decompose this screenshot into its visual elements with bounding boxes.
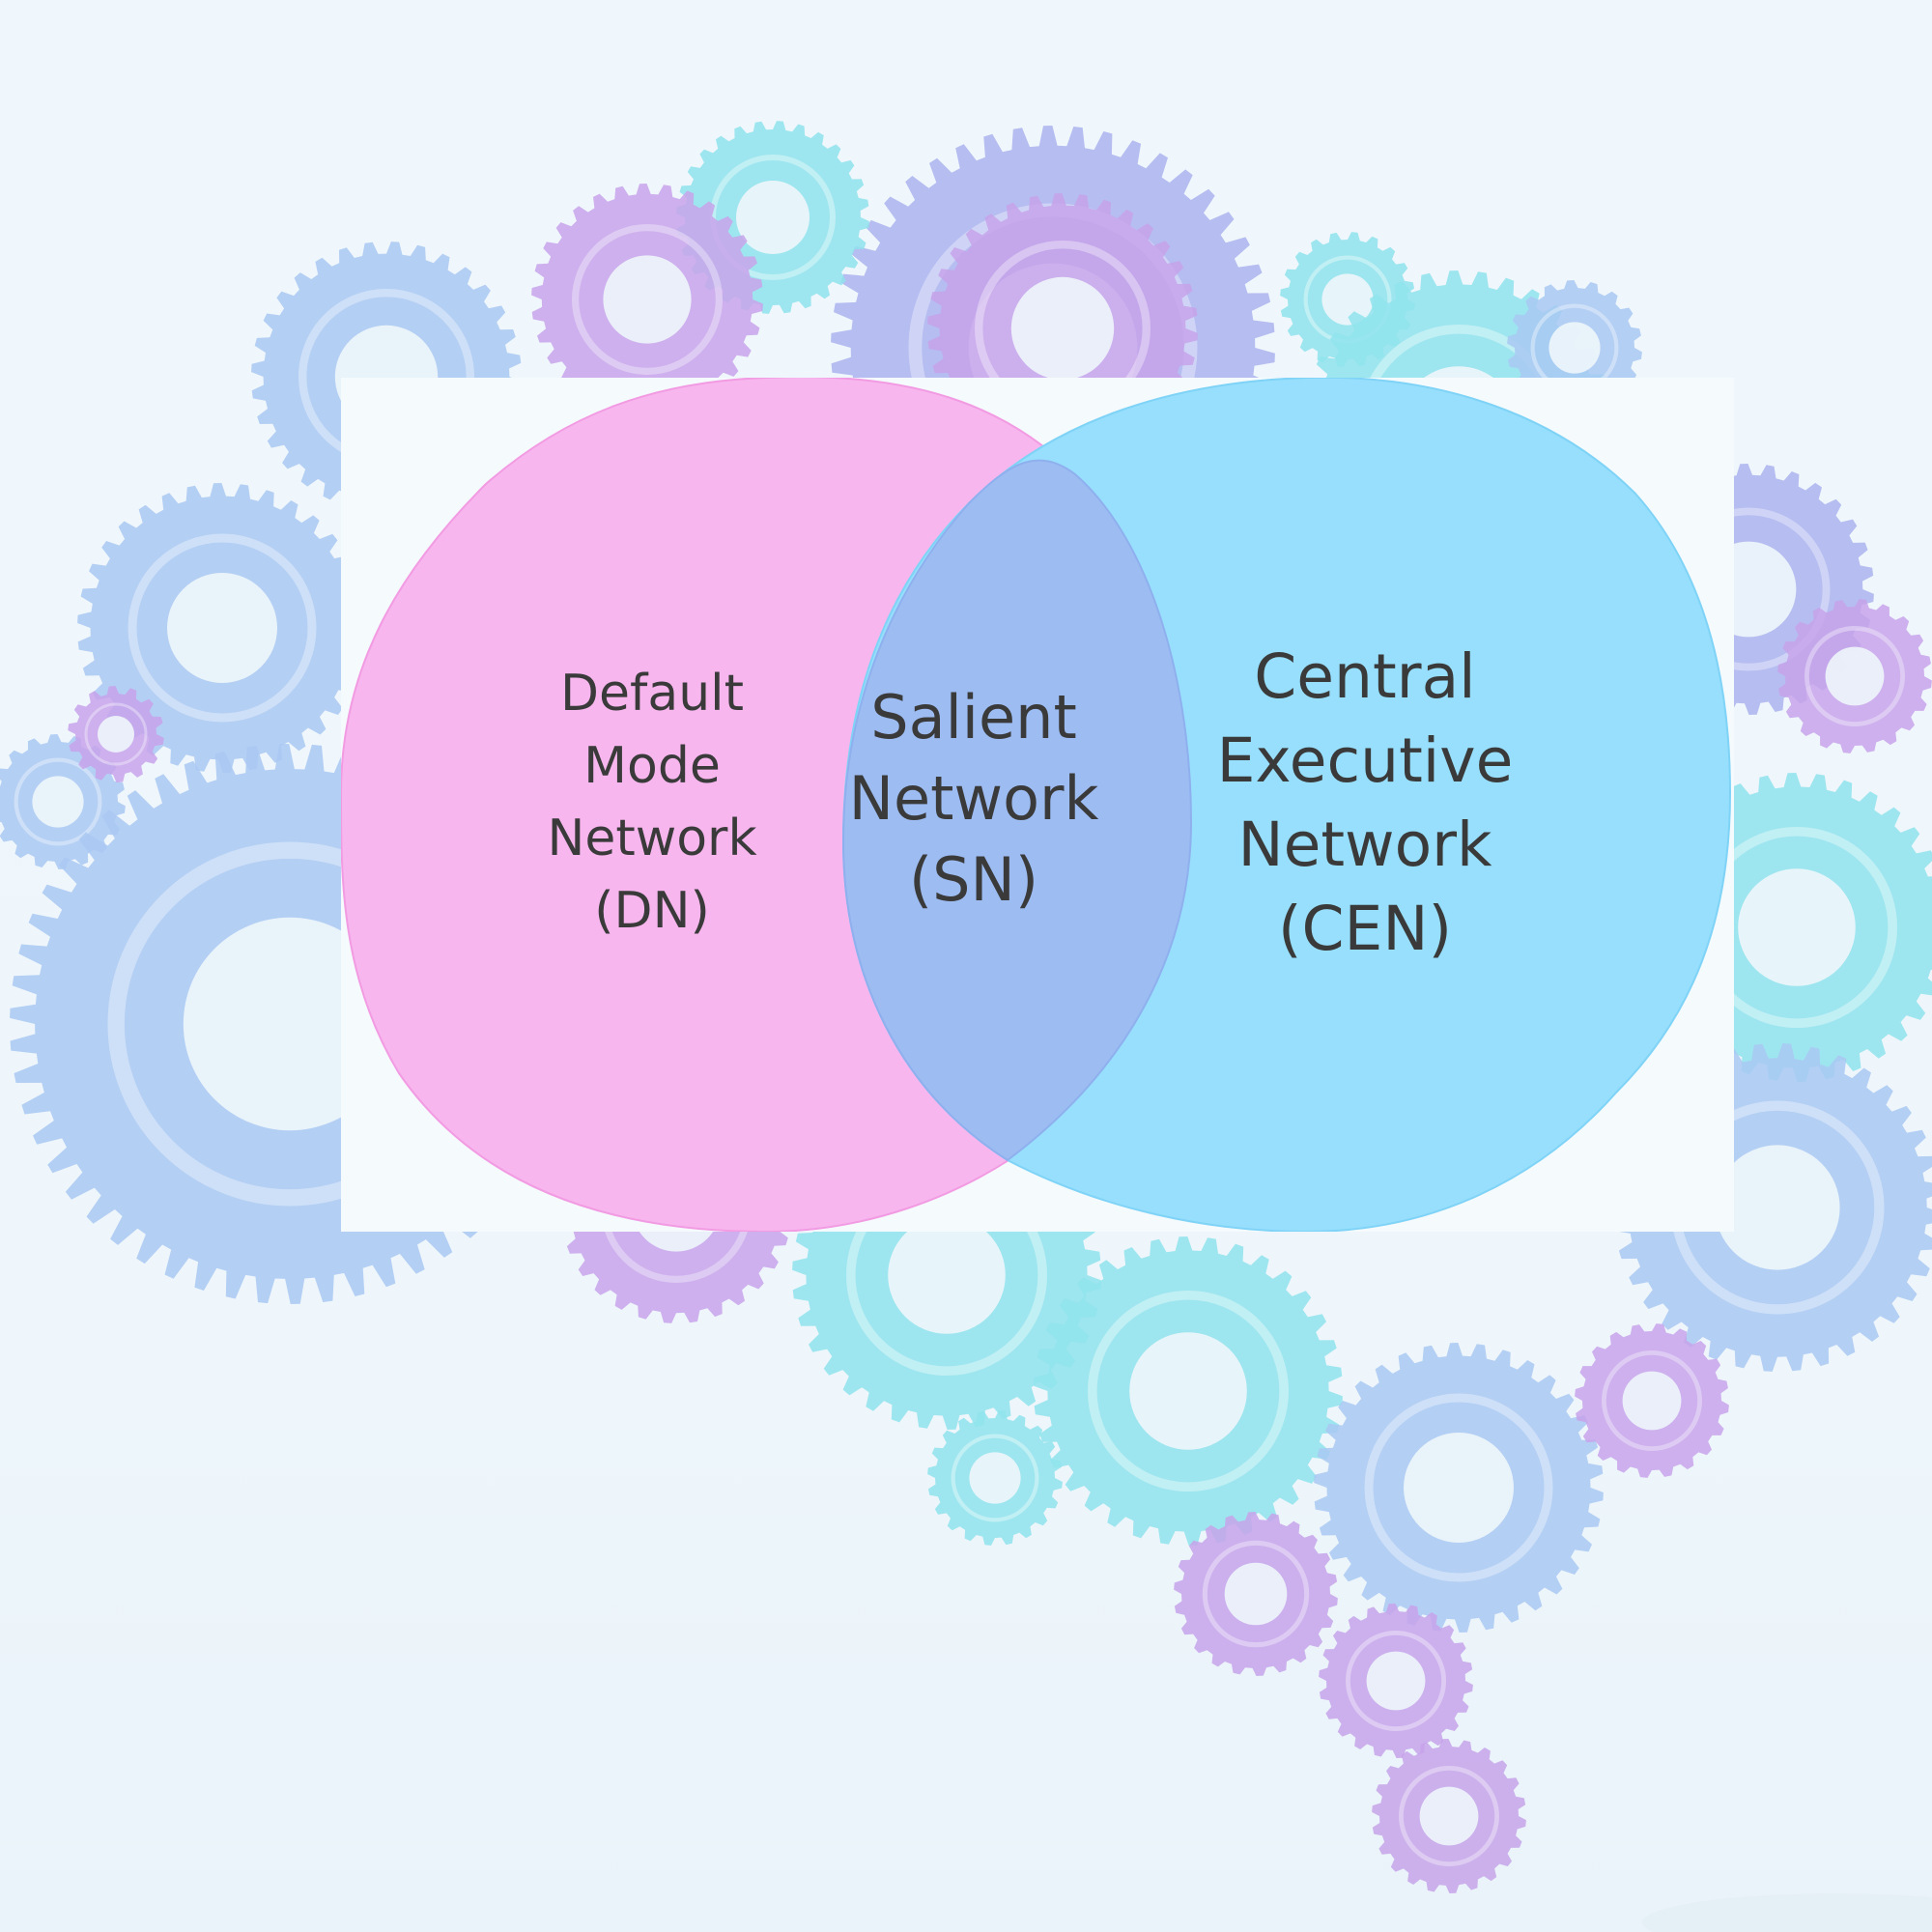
dn-label-line: Default <box>560 665 744 723</box>
cen-label-line: Central <box>1254 641 1476 712</box>
venn-diagram <box>341 378 1732 1232</box>
sn-label-line: Salient <box>870 682 1077 753</box>
central-executive-network-label: Central Executive Network (CEN) <box>1152 635 1577 971</box>
salient-network-overlap <box>841 459 1193 1162</box>
gear-icon <box>1314 1343 1604 1633</box>
cen-label-line: Network <box>1237 810 1492 880</box>
cen-label-line: Executive <box>1216 725 1514 796</box>
cen-label-line: (CEN) <box>1277 894 1453 964</box>
dn-label-line: (DN) <box>594 882 710 940</box>
dn-label-line: Mode <box>583 737 721 795</box>
gear-icon <box>1777 599 1932 753</box>
salient-network-label: Salient Network (SN) <box>781 677 1167 921</box>
gear-icon <box>1372 1739 1526 1893</box>
gear-icon <box>68 686 164 782</box>
gear-icon <box>927 1410 1063 1546</box>
gear-icon <box>1034 1236 1343 1546</box>
gear-icon <box>531 184 763 415</box>
gear-icon <box>1575 1323 1729 1478</box>
default-mode-network-label: Default Mode Network (DN) <box>440 658 865 948</box>
dn-label-line: Network <box>547 810 757 867</box>
sn-label-line: (SN) <box>908 844 1039 915</box>
sn-label-line: Network <box>848 763 1099 834</box>
venn-card: Default Mode Network (DN) Salient Networ… <box>341 378 1734 1232</box>
gear-icon <box>1174 1512 1338 1676</box>
gear-icon <box>1319 1604 1473 1758</box>
